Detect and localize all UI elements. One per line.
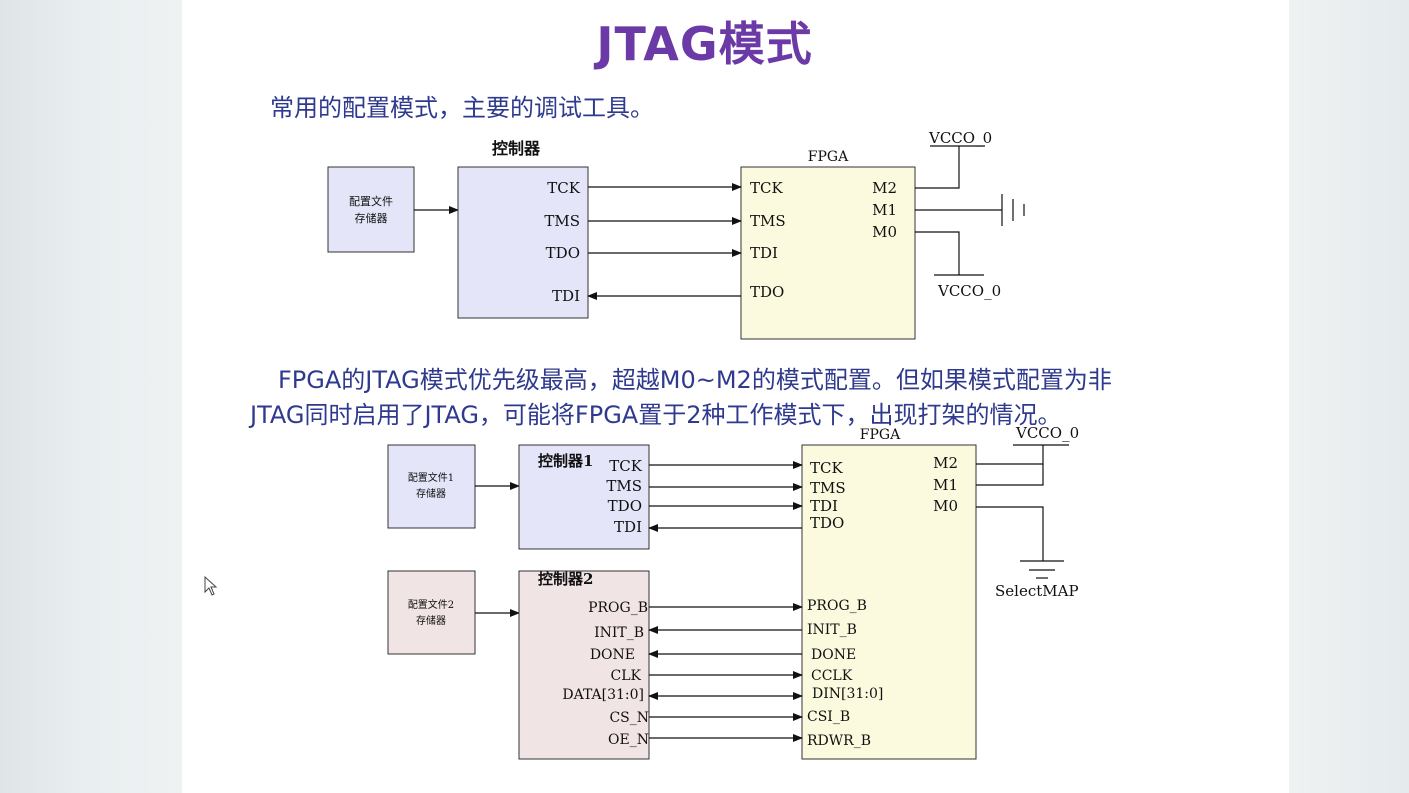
ctrl2-pin-done: DONE bbox=[590, 647, 635, 663]
intro-text: 常用的配置模式，主要的调试工具。 bbox=[270, 94, 654, 122]
fpga2-pin-tms: TMS bbox=[810, 479, 846, 497]
slide-title: JTAG模式 bbox=[596, 17, 813, 71]
fpga-box bbox=[740, 166, 916, 340]
controller2-label: 控制器2 bbox=[538, 570, 593, 588]
storage2-label-1: 配置文件2 bbox=[408, 598, 454, 611]
controller-box bbox=[457, 166, 589, 319]
storage-box bbox=[327, 166, 415, 253]
fpga2-pin-rdwr-b: RDWR_B bbox=[807, 733, 871, 749]
fpga-pin-tms: TMS bbox=[750, 212, 786, 230]
storage2-label-2: 存储器 bbox=[416, 614, 446, 627]
jtag-wires-2 bbox=[648, 461, 803, 532]
fpga2-pin-tdo: TDO bbox=[810, 514, 844, 532]
fpga-pin-tdo: TDO bbox=[750, 283, 784, 301]
selectmap-wires bbox=[648, 603, 803, 742]
fpga-pin-tdi: TDI bbox=[750, 244, 778, 262]
mode-pin-wiring bbox=[915, 145, 1025, 276]
ctrl1-pin-tms: TMS bbox=[606, 477, 642, 495]
fpga-pin-m1: M1 bbox=[872, 201, 897, 219]
fpga2-pin-done: DONE bbox=[811, 647, 856, 663]
ctrl-pin-tms: TMS bbox=[544, 212, 580, 230]
paragraph-line-2: JTAG同时启用了JTAG，可能将FPGA置于2种工作模式下，出现打架的情况。 bbox=[250, 401, 1062, 429]
storage1-label-2: 存储器 bbox=[416, 487, 446, 500]
ctrl-pin-tdo: TDO bbox=[546, 244, 580, 262]
fpga2-pin-prog-b: PROG_B bbox=[807, 598, 867, 614]
fpga2-pin-m2: M2 bbox=[933, 454, 958, 472]
controller-label: 控制器 bbox=[492, 139, 541, 158]
fpga2-pin-csi-b: CSI_B bbox=[807, 709, 850, 725]
fpga-label: FPGA bbox=[808, 149, 849, 165]
fpga-pin-m2: M2 bbox=[872, 179, 897, 197]
storage2-box bbox=[387, 570, 476, 655]
paragraph-line-1: FPGA的JTAG模式优先级最高，超越M0~M2的模式配置。但如果模式配置为非 bbox=[278, 366, 1112, 394]
storage1-box bbox=[387, 444, 476, 529]
ctrl2-pin-oe-n: OE_N bbox=[608, 732, 649, 748]
ctrl2-pin-prog-b: PROG_B bbox=[588, 600, 648, 616]
slide bbox=[182, 0, 1289, 793]
fpga2-pin-tck: TCK bbox=[810, 459, 843, 477]
ctrl1-pin-tck: TCK bbox=[609, 457, 642, 475]
controller2-box bbox=[518, 570, 650, 760]
diagram-2: 配置文件1 存储器 控制器1 TCK TMS TDO TDI 配置文件2 存储器… bbox=[387, 424, 1079, 760]
ctrl2-pin-init-b: INIT_B bbox=[594, 625, 644, 641]
vcco-top-label: VCCO_0 bbox=[928, 129, 992, 147]
storage-label-1: 配置文件 bbox=[349, 194, 393, 208]
fpga-pin-m0: M0 bbox=[872, 223, 897, 241]
fpga-pin-tck: TCK bbox=[750, 179, 783, 197]
diagram-1: 配置文件 存储器 控制器 TCK TMS TDO TDI FPGA TCK TM… bbox=[327, 129, 1025, 340]
fpga2-box bbox=[801, 444, 977, 760]
fpga2-pin-din: DIN[31:0] bbox=[812, 686, 883, 702]
storage-label-2: 存储器 bbox=[355, 211, 388, 225]
ctrl2-pin-clk: CLK bbox=[611, 668, 642, 684]
ctrl2-pin-data: DATA[31:0] bbox=[562, 687, 644, 703]
fpga2-pin-init-b: INIT_B bbox=[807, 622, 857, 638]
controller1-label: 控制器1 bbox=[538, 452, 593, 470]
ctrl-pin-tck: TCK bbox=[547, 179, 580, 197]
selectmap-label: SelectMAP bbox=[995, 582, 1079, 600]
ctrl1-pin-tdi: TDI bbox=[614, 518, 642, 536]
vcco-label-2: VCCO_0 bbox=[1015, 424, 1079, 442]
controller1-box bbox=[518, 444, 650, 550]
fpga2-pin-m0: M0 bbox=[933, 497, 958, 515]
fpga2-pin-tdi: TDI bbox=[810, 497, 838, 515]
fpga2-pin-cclk: CCLK bbox=[811, 668, 853, 684]
fpga2-label: FPGA bbox=[860, 427, 901, 443]
fpga2-pin-m1: M1 bbox=[933, 476, 958, 494]
mouse-pointer-icon bbox=[204, 576, 218, 596]
ctrl2-pin-cs-n: CS_N bbox=[609, 710, 649, 726]
ctrl-pin-tdi: TDI bbox=[552, 287, 580, 305]
vcco-bottom-label: VCCO_0 bbox=[937, 282, 1001, 300]
storage1-label-1: 配置文件1 bbox=[408, 471, 454, 484]
mode-pin-wiring-2 bbox=[976, 444, 1069, 579]
ctrl1-pin-tdo: TDO bbox=[608, 497, 642, 515]
